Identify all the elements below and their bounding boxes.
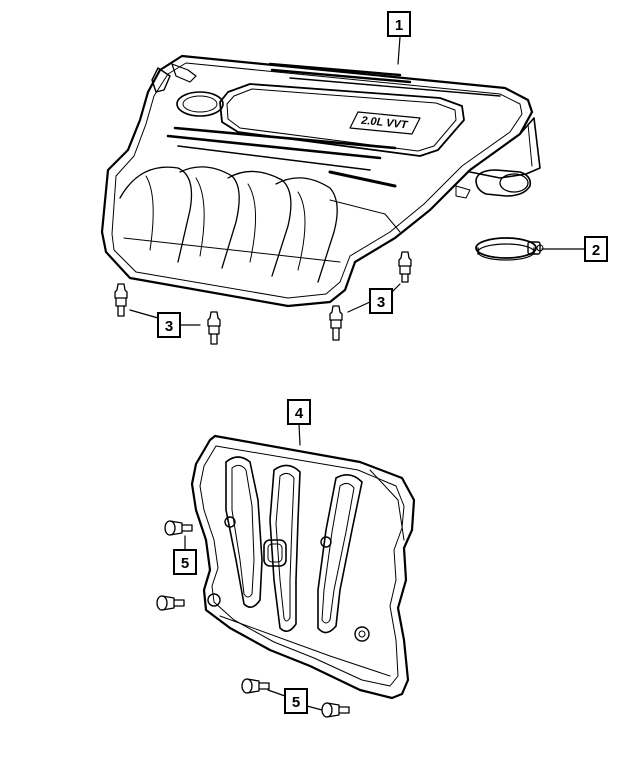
callout-label: 3: [165, 318, 173, 335]
bolt: [156, 595, 185, 611]
callout-label: 5: [292, 694, 300, 711]
bolt: [164, 520, 193, 536]
air-inlet: [455, 169, 532, 199]
callout-4: 4: [287, 399, 311, 446]
intake-runners: [119, 166, 401, 283]
hose-clamp: [475, 237, 544, 261]
engine-badge: 2.0L VVT: [349, 111, 421, 135]
mounting-stud: [329, 305, 343, 341]
callout-label: 1: [395, 17, 403, 34]
callout-1: 1: [387, 11, 411, 65]
callout-label: 3: [377, 294, 385, 311]
bolt: [321, 702, 350, 718]
callout-5-bottom: 5: [267, 688, 323, 714]
callout-label: 2: [592, 242, 600, 259]
callout-3-left: 3: [129, 309, 201, 338]
callout-label: 5: [181, 555, 189, 572]
mounting-stud: [398, 251, 412, 283]
mounting-stud: [207, 311, 221, 345]
heat-shield: [190, 434, 416, 700]
callout-3-right: 3: [347, 283, 401, 314]
callout-5-top: 5: [173, 535, 197, 575]
engine-cover: 2.0L VVT: [100, 54, 541, 308]
bolt: [241, 678, 270, 694]
callout-label: 4: [295, 405, 304, 422]
mounting-stud: [114, 283, 128, 317]
engine-badge-text: 2.0L VVT: [360, 115, 410, 132]
callout-2: 2: [541, 236, 608, 262]
